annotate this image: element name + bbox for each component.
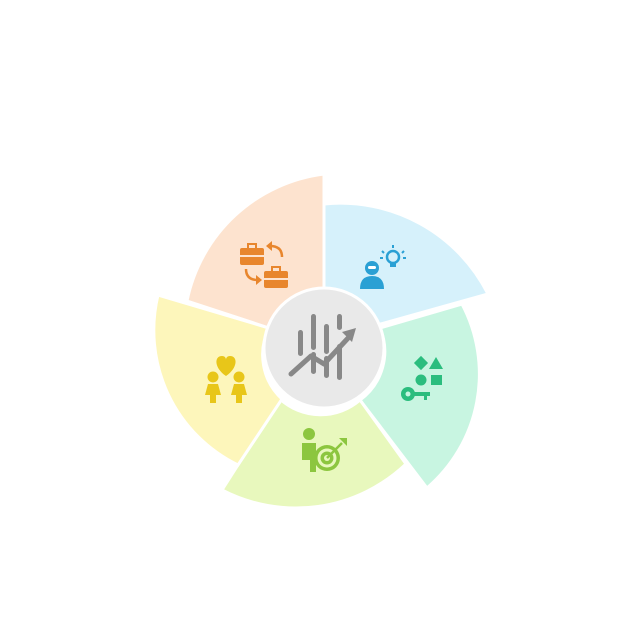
segment-relation bbox=[152, 293, 284, 467]
person-target-icon bbox=[302, 428, 347, 472]
center-hub bbox=[262, 286, 386, 410]
segment-target bbox=[219, 396, 408, 510]
growth-chart-icon bbox=[288, 314, 356, 380]
couple-heart-icon bbox=[205, 356, 247, 403]
person-lightbulb-icon bbox=[360, 245, 406, 289]
key-shapes-icon bbox=[401, 355, 443, 401]
briefcase-exchange-icon bbox=[240, 241, 288, 288]
